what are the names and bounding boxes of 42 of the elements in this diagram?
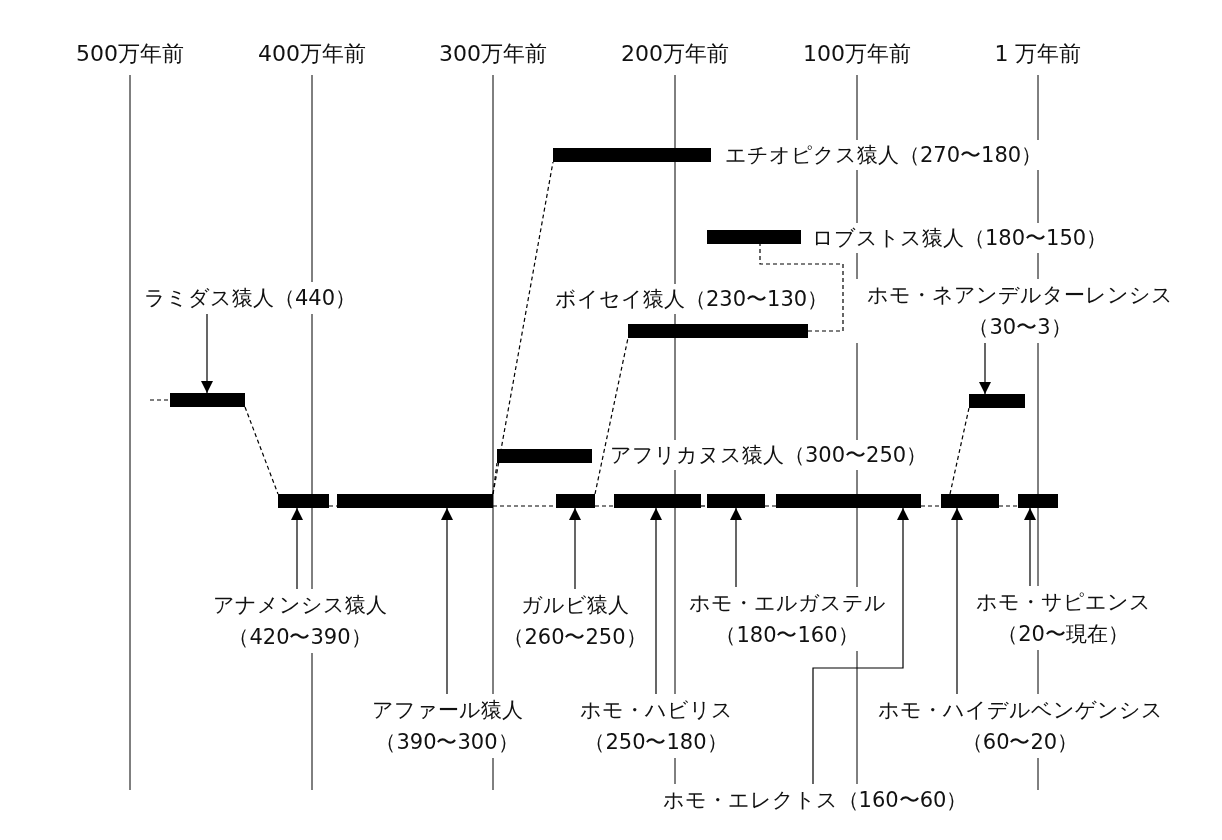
lineage-line <box>759 243 844 332</box>
lineage-line <box>244 406 279 495</box>
timeline-bar <box>776 494 921 508</box>
time-label: 1 万年前 <box>994 40 1082 68</box>
timeline-bar <box>614 494 701 508</box>
arrow <box>291 507 303 590</box>
timeline-bar <box>170 393 245 407</box>
time-label: 400万年前 <box>258 40 366 68</box>
lineage-line <box>149 399 171 401</box>
arrow <box>441 507 453 695</box>
timeline-bar <box>337 494 493 508</box>
arrow <box>812 507 909 785</box>
timeline-bar <box>497 449 592 463</box>
lineage-line <box>594 337 629 495</box>
lineage-line <box>764 505 777 507</box>
timeline-bar <box>969 394 1025 408</box>
arrow <box>201 313 213 394</box>
time-label: 200万年前 <box>621 40 729 68</box>
time-label: 500万年前 <box>76 40 184 68</box>
lineage-line <box>700 505 708 507</box>
arrow <box>979 342 991 395</box>
lineage-line <box>594 505 615 507</box>
timeline-bar <box>707 494 765 508</box>
time-label: 100万年前 <box>803 40 911 68</box>
lineage-line <box>998 505 1019 507</box>
timeline-bar <box>941 494 999 508</box>
arrow <box>951 507 963 695</box>
arrow <box>569 507 581 590</box>
lineage-line <box>920 505 942 507</box>
timeline-bar <box>1018 494 1058 508</box>
arrow <box>650 507 662 695</box>
lineage-line <box>328 505 338 507</box>
lineage-line <box>949 407 970 495</box>
timeline-bar <box>553 148 711 162</box>
timeline-bar <box>556 494 595 508</box>
arrow <box>730 507 742 588</box>
timeline-bar <box>628 324 808 338</box>
timeline-bar <box>278 494 329 508</box>
timeline-bar <box>707 230 801 244</box>
arrow <box>1024 507 1036 587</box>
lineage-line <box>492 161 554 495</box>
time-label: 300万年前 <box>439 40 547 68</box>
